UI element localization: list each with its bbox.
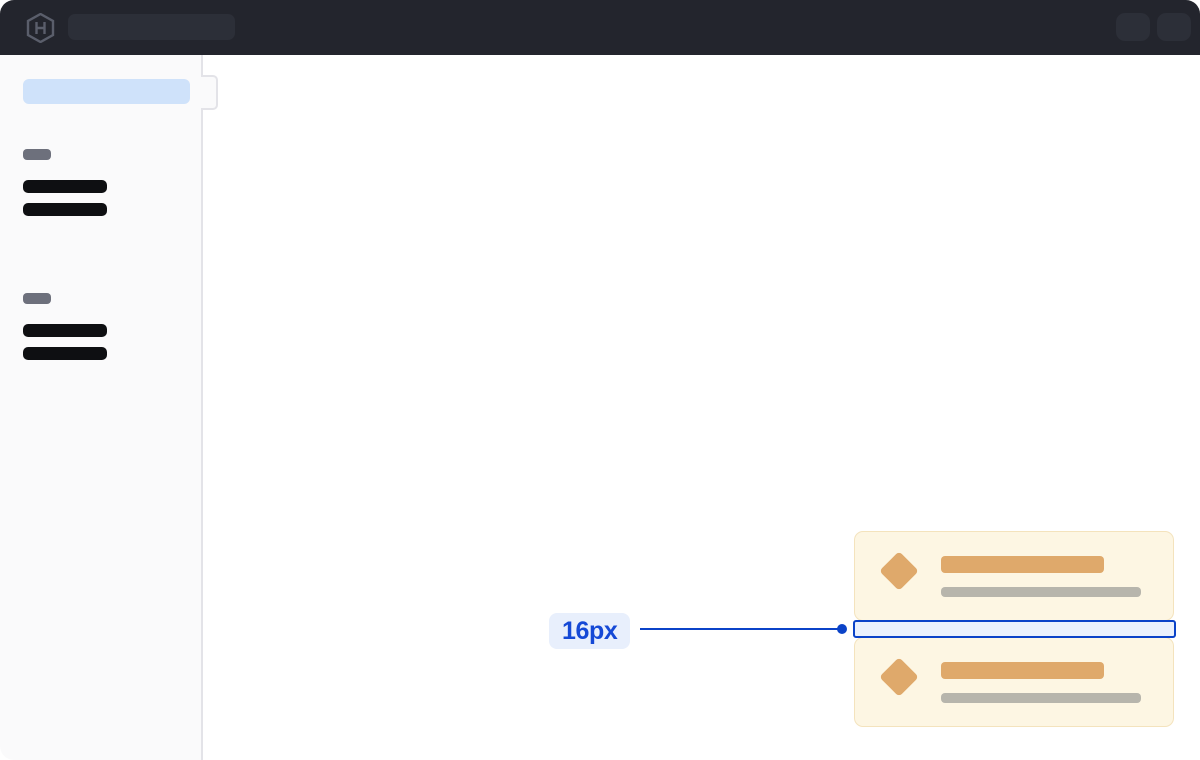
- sidebar-group-2: [23, 293, 107, 360]
- content-card-2[interactable]: [854, 637, 1174, 727]
- card-2-title: [941, 662, 1104, 679]
- search-input[interactable]: [68, 14, 235, 40]
- spacing-highlight-region: [853, 620, 1176, 638]
- sidebar: [0, 55, 203, 760]
- header-action-one-button[interactable]: [1116, 13, 1150, 41]
- header-action-two-button[interactable]: [1157, 13, 1191, 41]
- measurement-endpoint-dot: [837, 624, 847, 634]
- sidebar-item-1-2[interactable]: [23, 203, 107, 216]
- sidebar-collapse-handle[interactable]: [201, 75, 218, 110]
- sidebar-item-selected[interactable]: [23, 79, 190, 104]
- sidebar-item-2-1[interactable]: [23, 324, 107, 337]
- sidebar-item-1-1[interactable]: [23, 180, 107, 193]
- hashicorp-logo-icon[interactable]: [26, 12, 55, 44]
- diamond-icon: [879, 551, 919, 591]
- measurement-leader-line: [640, 628, 843, 630]
- card-1-subtitle: [941, 587, 1141, 597]
- sidebar-item-2-2[interactable]: [23, 347, 107, 360]
- diamond-icon: [879, 657, 919, 697]
- measurement-value-label: 16px: [549, 613, 631, 649]
- sidebar-group-1-label: [23, 149, 51, 160]
- card-2-subtitle: [941, 693, 1141, 703]
- card-1-title: [941, 556, 1104, 573]
- app-header: [0, 0, 1200, 55]
- sidebar-group-2-label: [23, 293, 51, 304]
- content-card-1[interactable]: [854, 531, 1174, 621]
- sidebar-group-1: [23, 149, 107, 216]
